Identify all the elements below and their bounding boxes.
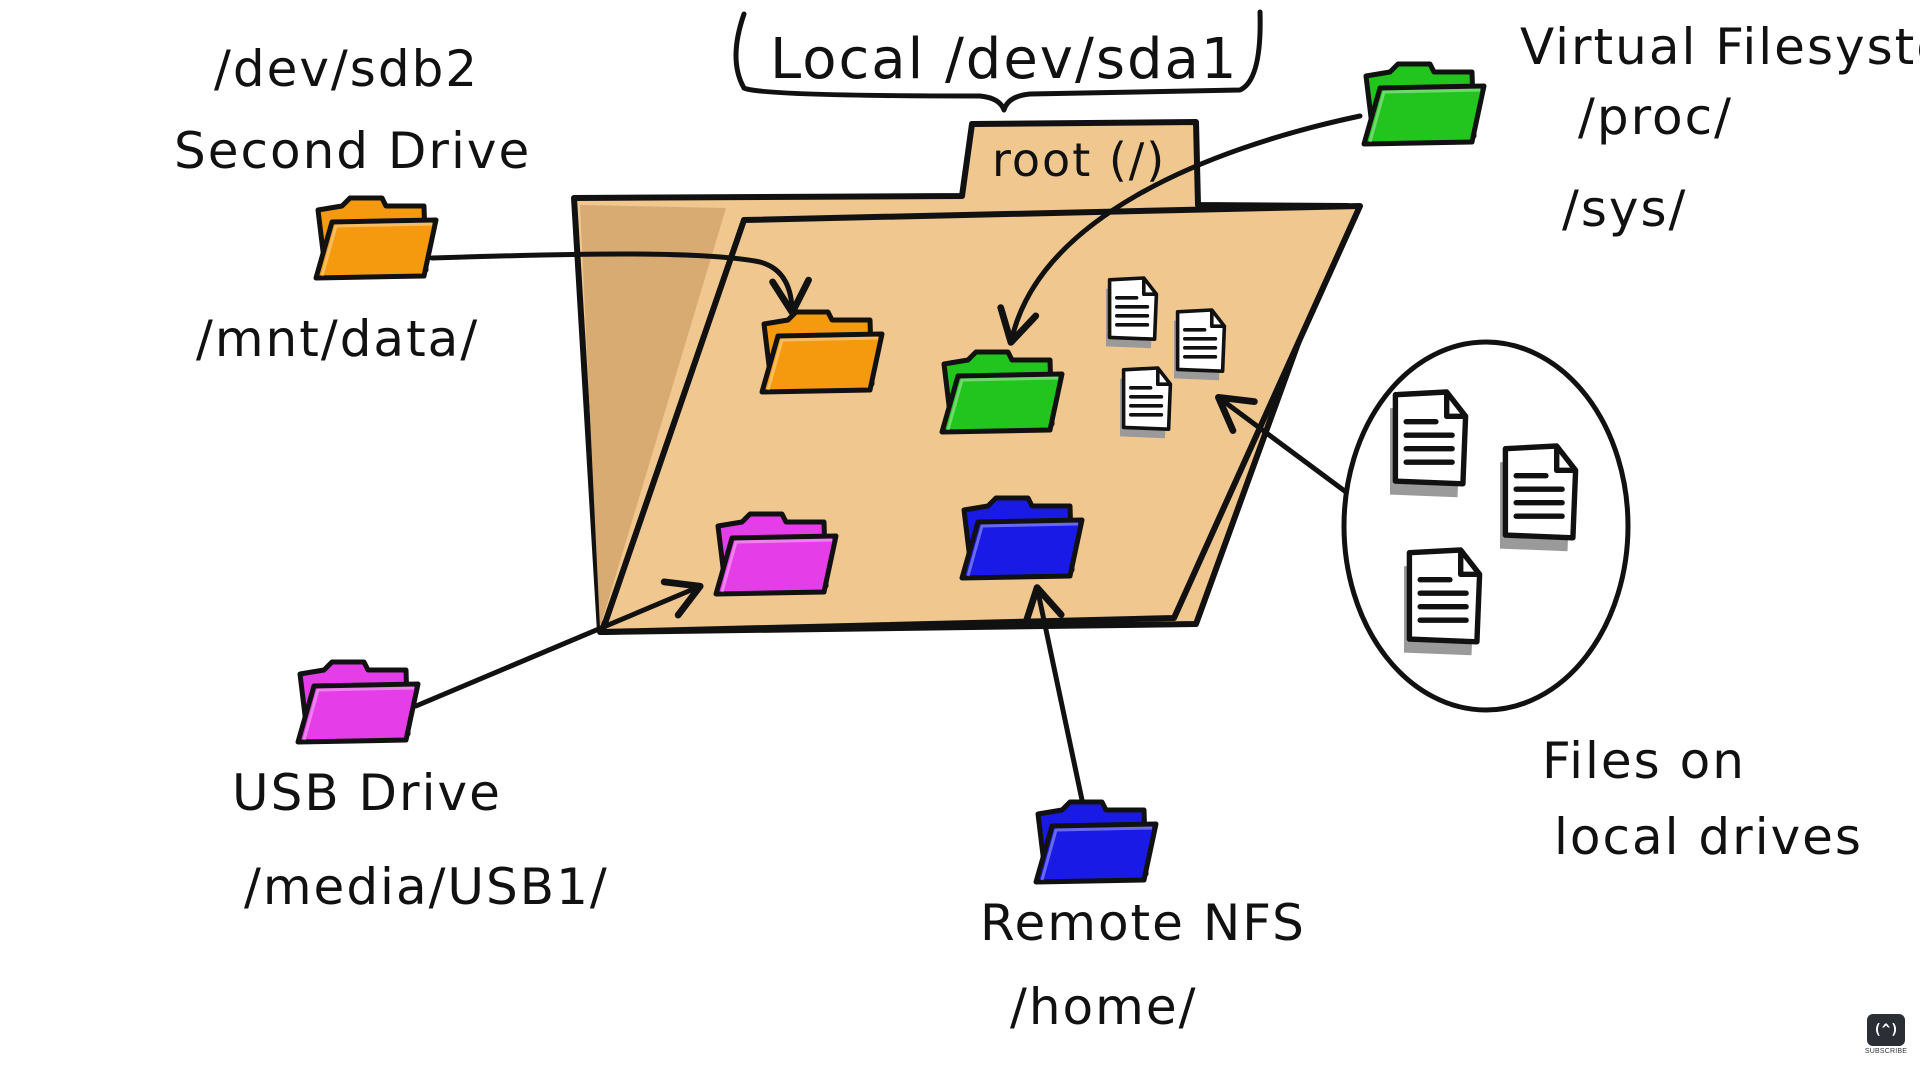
usb-group: USB Drive /media/USB1/	[232, 578, 704, 916]
root-label: root (/)	[992, 133, 1166, 187]
subscribe-text: SUBSCRIBE	[1864, 1048, 1908, 1055]
virtual-fs-proc-label: /proc/	[1578, 88, 1733, 146]
local-files-line1: Files on	[1542, 732, 1746, 790]
folder-icon	[316, 198, 436, 278]
document-icon	[1172, 308, 1227, 383]
local-brace	[733, 9, 1263, 113]
folder-icon	[716, 514, 836, 594]
local-files-circle	[1341, 339, 1631, 713]
virtual-fs-sys-label: /sys/	[1562, 180, 1687, 238]
virtual-fs-name-label: Virtual Filesystem	[1520, 18, 1920, 76]
usb-name-label: USB Drive	[232, 764, 502, 822]
document-icon	[1404, 550, 1480, 655]
usb-mount-label: /media/USB1/	[244, 858, 609, 916]
folder-icon	[1364, 64, 1484, 144]
document-icon	[1104, 276, 1159, 351]
folder-icon	[298, 662, 418, 742]
second-drive-name-label: Second Drive	[174, 122, 531, 180]
folder-icon	[1036, 802, 1156, 882]
local-files-group: Files on local drives	[1215, 339, 1863, 866]
subscribe-logo: (^)	[1867, 1014, 1905, 1046]
local-files-line2: local drives	[1554, 808, 1863, 866]
document-icon	[1500, 446, 1576, 551]
folder-icon	[942, 352, 1062, 432]
nfs-mount-label: /home/	[1010, 978, 1197, 1036]
local-files-arrow	[1215, 393, 1349, 495]
document-icon	[1118, 366, 1173, 441]
folder-icon	[962, 498, 1082, 578]
document-icon	[1390, 392, 1466, 497]
second-drive-group: /dev/sdb2 Second Drive /mnt/data/	[174, 40, 812, 368]
second-drive-arrow	[429, 251, 812, 316]
usb-arrow	[413, 578, 704, 709]
subscribe-icon[interactable]: (^) SUBSCRIBE	[1864, 1014, 1908, 1058]
local-device-label: Local /dev/sda1	[770, 27, 1238, 92]
nfs-group: Remote NFS /home/	[980, 584, 1306, 1036]
folder-icon	[762, 312, 882, 392]
nfs-name-label: Remote NFS	[980, 894, 1306, 952]
virtual-fs-arrow	[997, 113, 1363, 346]
virtual-fs-group: Virtual Filesystem /proc/ /sys/	[997, 18, 1920, 346]
root-folder-shadow	[580, 205, 726, 628]
second-drive-mount-label: /mnt/data/	[196, 310, 479, 368]
nfs-arrow	[1022, 584, 1085, 803]
second-drive-device-label: /dev/sdb2	[214, 40, 479, 98]
